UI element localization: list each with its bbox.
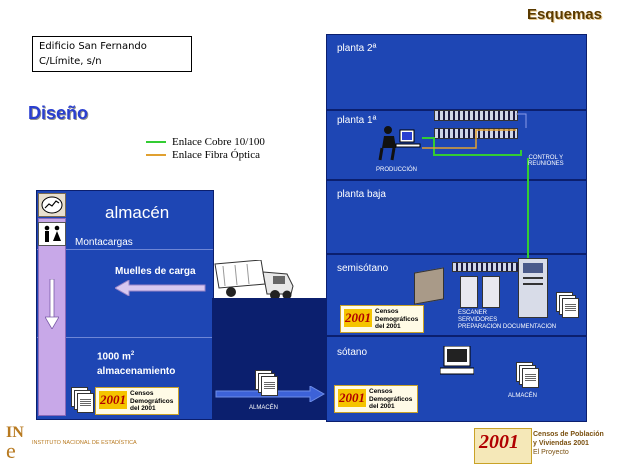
production-workstation-icon	[378, 126, 421, 161]
document-stack-semisotano	[556, 292, 579, 318]
server-1-icon	[460, 276, 478, 308]
page-title: Esquemas	[526, 6, 602, 23]
document-stack-transit	[255, 370, 278, 396]
server-2-icon	[482, 276, 500, 308]
project-title: Censos de Población y Viviendas 2001 El …	[533, 431, 604, 456]
section-title: Diseño	[28, 103, 89, 123]
floor-label-planta2: planta 2ª	[337, 43, 377, 54]
address-line2: C/Límite, s/n	[39, 56, 102, 67]
lift-down-arrow	[45, 279, 59, 329]
warehouse-title: almacén	[105, 203, 170, 222]
storage-label: almacenamiento	[97, 366, 176, 377]
floor-label-planta1: planta 1ª	[337, 115, 377, 126]
dock-arrow	[115, 280, 206, 296]
legend-copper-label: Enlace Cobre 10/100	[172, 136, 265, 148]
legend-fiber-swatch	[146, 154, 166, 156]
floor-label-planta-baja: planta baja	[337, 189, 386, 200]
address-line1: Edificio San Fernando	[39, 41, 147, 52]
computer-icon	[440, 346, 474, 375]
ine-logo: IN e	[6, 424, 24, 463]
truck-icon	[214, 260, 294, 300]
production-label: PRODUCCIÓN	[376, 167, 418, 173]
floor-label-semisotano: semisótano	[337, 263, 389, 274]
floor-label-sotano: sótano	[337, 347, 368, 358]
address-box: Edificio San Fernando C/Límite, s/n	[32, 36, 192, 72]
institute-name: INSTITUTO NACIONAL DE ESTADÍSTICA	[32, 440, 137, 446]
storage-area: 1000 m2	[97, 351, 135, 363]
legend-copper-swatch	[146, 141, 166, 143]
network-switch-1	[434, 110, 518, 121]
document-stack-sotano	[516, 362, 539, 388]
ground-base	[212, 298, 327, 420]
lift-label: Montacargas	[75, 237, 133, 248]
server-tower-icon	[518, 258, 548, 318]
semisotano-labels: ESCANER SERVIDORES PREPARACION DOCUMENTA…	[458, 310, 557, 330]
docks-label: Muelles de carga	[115, 266, 196, 277]
scanner-icon	[414, 267, 444, 305]
network-links	[422, 113, 529, 265]
legend-fiber-label: Enlace Fibra Óptica	[172, 149, 260, 161]
server-rack-bar	[452, 262, 524, 272]
almacen-label-sotano: ALMACÉN	[508, 393, 538, 399]
toilet-icon	[38, 222, 66, 246]
lift-shaft	[38, 218, 66, 416]
document-stack-warehouse	[71, 387, 94, 413]
almacen-label-transit: ALMACÉN	[249, 405, 279, 411]
project-logo: 2001	[474, 428, 532, 464]
legend: Enlace Cobre 10/100 Enlace Fibra Óptica	[146, 136, 306, 166]
stairs-icon	[38, 193, 66, 217]
